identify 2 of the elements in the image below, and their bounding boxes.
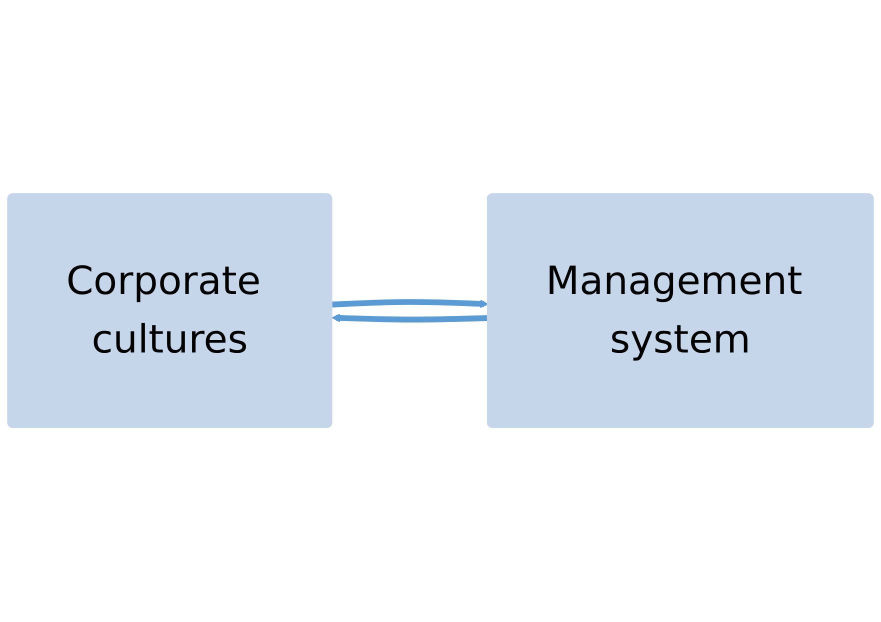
arrow bbox=[332, 314, 488, 323]
arrow bbox=[332, 299, 488, 308]
